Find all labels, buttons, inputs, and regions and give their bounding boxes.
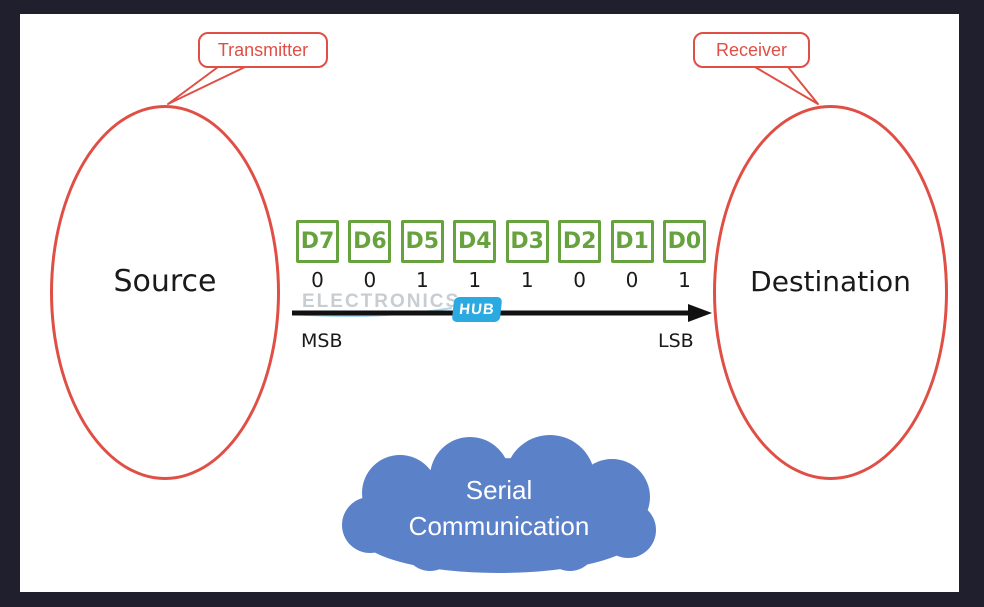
bit-value-0: 0 [311, 268, 324, 292]
bit-box-d6: D6 [348, 220, 392, 263]
bit-box-d2: D2 [558, 220, 602, 263]
destination-node: Destination [713, 105, 948, 480]
bit-value-3: 1 [468, 268, 482, 292]
bit-box-d4: D4 [453, 220, 497, 263]
bit-box-d1: D1 [610, 220, 654, 263]
source-node-label: Source [113, 264, 217, 299]
cloud-caption-line2: Communication [408, 511, 590, 541]
bit-box-d3: D3 [505, 220, 549, 263]
bit-value-7: 1 [678, 268, 691, 292]
msb-label: MSB [301, 330, 343, 352]
lsb-label: LSB [658, 330, 694, 352]
destination-node-label: Destination [750, 265, 911, 298]
receiver-callout: Receiver [693, 32, 810, 68]
source-node: Source [50, 105, 280, 480]
receiver-callout-label: Receiver [715, 39, 788, 60]
cloud-caption-line1: Serial [465, 475, 533, 505]
watermark-hub-badge: HUB [451, 297, 503, 322]
diagram-canvas: ELECTRONICS [20, 14, 959, 592]
diagram-shapes-layer [167, 66, 819, 573]
transmitter-callout-label: Transmitter [217, 39, 309, 60]
cloud-shape [342, 435, 656, 573]
bit-box-d0: D0 [662, 220, 706, 263]
bit-value-row: 0 0 1 1 1 0 0 1 [296, 268, 706, 292]
cloud-caption: Serial Communication [340, 472, 658, 544]
bit-value-5: 0 [573, 268, 586, 292]
watermark-electronics-text: ELECTRONICS [302, 291, 461, 312]
bit-value-1: 0 [363, 268, 377, 292]
bit-box-d5: D5 [400, 220, 444, 263]
receiver-bubble-tail [754, 66, 819, 105]
bit-box-d7: D7 [296, 220, 339, 263]
bit-value-4: 1 [520, 268, 534, 292]
transmitter-bubble-tail [167, 66, 246, 105]
data-flow-arrow-head [688, 304, 712, 322]
bit-value-6: 0 [625, 268, 639, 292]
transmitter-callout: Transmitter [198, 32, 328, 68]
bit-value-2: 1 [415, 268, 429, 292]
